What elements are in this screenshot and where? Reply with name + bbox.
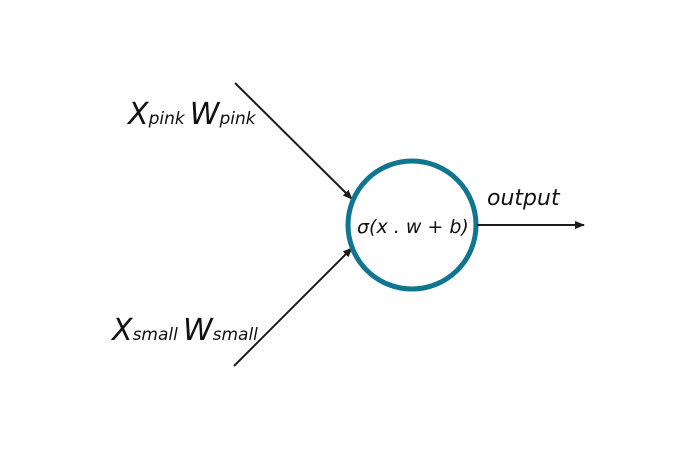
input-arrow-pink — [234, 82, 353, 200]
input-arrow-small — [233, 247, 353, 367]
input-x-symbol: X — [128, 97, 149, 132]
input-x-subscript: pink — [148, 109, 185, 129]
output-label: output — [487, 186, 560, 211]
input-label-small: Xsmall Wsmall — [112, 316, 258, 346]
input-w-symbol: W — [189, 97, 220, 132]
input-w-subscript: small — [212, 325, 258, 345]
input-w-subscript: pink — [219, 109, 256, 129]
input-x-subscript: small — [132, 325, 178, 345]
input-x-symbol: X — [112, 313, 133, 348]
activation-formula: σ(x . w + b) — [357, 216, 469, 238]
input-w-symbol: W — [182, 313, 213, 348]
input-label-pink: Xpink Wpink — [128, 100, 256, 130]
neuron-circle — [345, 158, 479, 292]
